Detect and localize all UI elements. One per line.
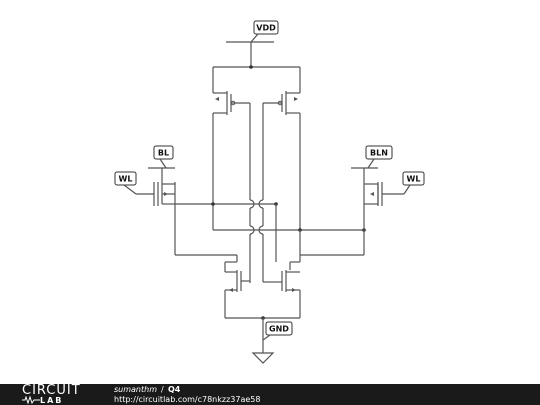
pmos-left — [213, 91, 250, 115]
ground-symbol-icon — [251, 352, 275, 364]
breadcrumb-separator: / — [161, 385, 164, 394]
left-inverter-wires — [212, 103, 255, 283]
access-nmos-right — [351, 167, 404, 230]
label-bln-text: BLN — [370, 149, 388, 158]
project-url-link[interactable]: http://circuitlab.com/c78nkzz37ae58 — [114, 395, 261, 404]
label-vdd-text: VDD — [256, 24, 276, 33]
gnd-network — [225, 316, 300, 364]
label-bln: BLN — [365, 145, 393, 169]
nmos-right — [276, 262, 301, 318]
label-wl-left: WL — [114, 171, 137, 195]
label-gnd-text: GND — [269, 325, 289, 334]
logo-circuit-text: CIRCUIT — [22, 383, 81, 398]
label-vdd: VDD — [250, 20, 279, 43]
logo-lab-text: LAB — [40, 396, 64, 405]
access-nmos-left — [136, 167, 176, 255]
logo-resistor-icon — [22, 396, 40, 404]
author-name[interactable]: sumanthm — [114, 385, 158, 394]
label-gnd: GND — [262, 321, 293, 341]
label-wl-right-text: WL — [407, 175, 421, 184]
label-wl-left-text: WL — [119, 175, 133, 184]
node-wires — [175, 202, 366, 263]
nmos-left — [224, 262, 250, 318]
label-bl-text: BL — [158, 149, 169, 158]
project-title[interactable]: Q4 — [168, 385, 181, 394]
pmos-right — [263, 91, 300, 115]
footer-bar: CIRCUIT LAB sumanthm / Q4 http://circuit… — [0, 384, 540, 405]
right-inverter-wires — [258, 103, 301, 283]
schematic: VDD BL WL BLN WL GND — [114, 20, 425, 364]
label-bl: BL — [153, 145, 174, 169]
label-wl-right: WL — [402, 171, 425, 195]
vdd-rail — [212, 41, 301, 93]
